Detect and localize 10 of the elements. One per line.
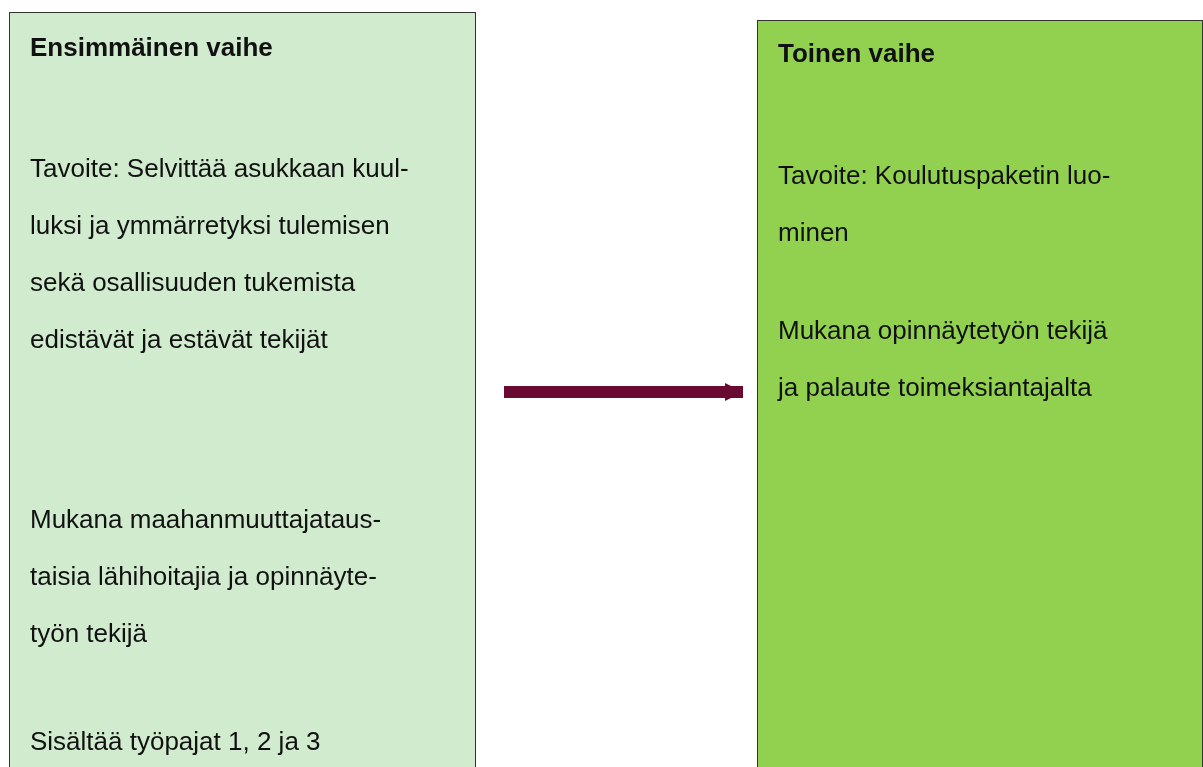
phase-heading: Toinen vaihe <box>778 37 936 70</box>
phase-heading: Ensimmäinen vaihe <box>30 31 274 64</box>
phase-box <box>9 12 476 767</box>
phase-description: Tavoite: Selvittää asukkaan kuul- luksi ja ymmärretyksi tulemisen sekä osallisuuden tukemista edistävät ja estävät tekijät <box>30 152 410 356</box>
phase-description: Tavoite: Koulutuspaketin luo- minen <box>778 159 1112 249</box>
phase-description: Sisältää työpajat 1, 2 ja 3 <box>30 725 322 758</box>
phase-box <box>757 20 1203 767</box>
phase-description: Mukana maahanmuuttajataus- taisia lähihoitajia ja opinnäyte- työn tekijä <box>30 503 383 650</box>
arrow <box>504 383 743 401</box>
phase-description: Mukana opinnäytetyön tekijä ja palaute toimeksiantajalta <box>778 314 1109 404</box>
